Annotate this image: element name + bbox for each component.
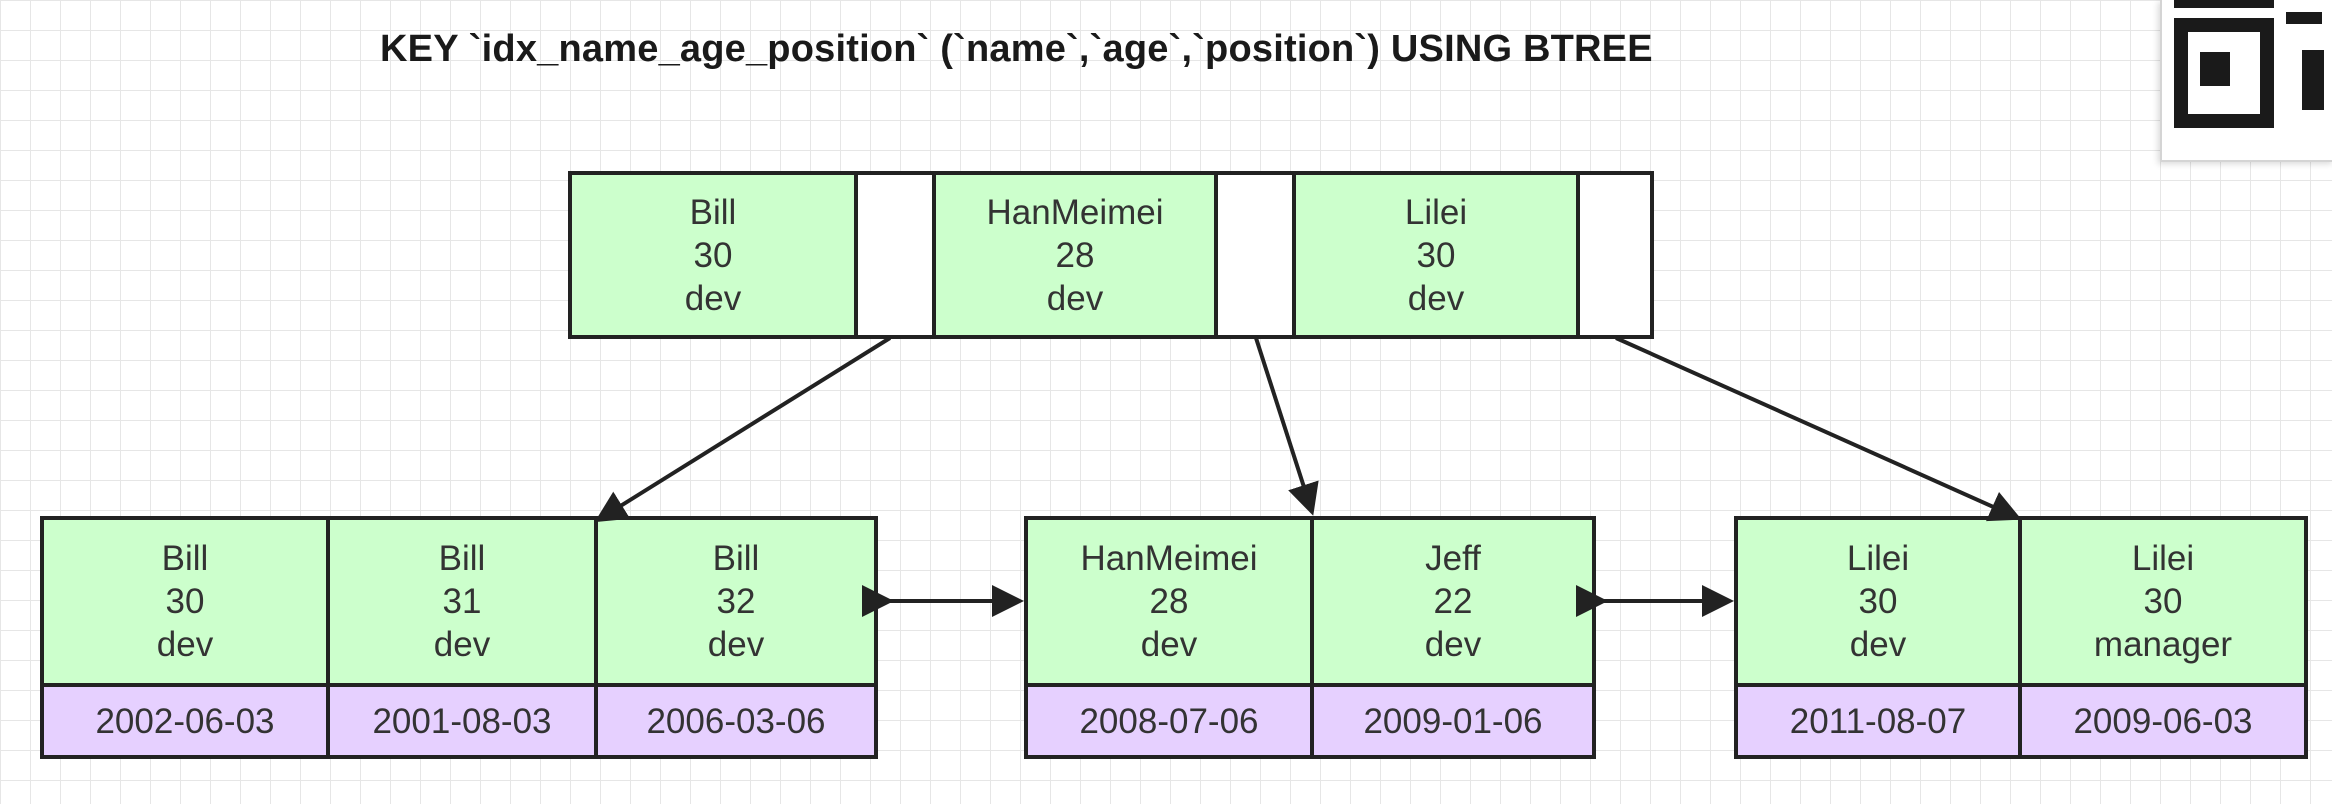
leaf-1-entry-1-key: Bill 30 dev <box>40 516 330 687</box>
root-key-3-name: Lilei <box>1404 192 1468 232</box>
leaf-2-entry-2-name: Jeff <box>1425 539 1481 578</box>
leaf-1-entry-3-position: dev <box>707 625 765 664</box>
leaf-2-entry-1-position: dev <box>1140 625 1198 664</box>
leaf-3-entry-2-name: Lilei <box>2131 539 2195 578</box>
pointer-arrow-to-leaf-2 <box>1254 337 1319 516</box>
diagram-title: KEY `idx_name_age_position` (`name`,`age… <box>380 28 1653 70</box>
root-pointer-1 <box>854 171 936 339</box>
leaf-3-entry-2-position: manager <box>2093 625 2233 664</box>
leaf-1-entry-1-row-data: 2002-06-03 <box>40 683 330 759</box>
leaf-2-entry-1-date: 2008-07-06 <box>1079 701 1259 741</box>
leaf-1-entry-3-key: Bill 32 dev <box>594 516 878 687</box>
leaf-2-entry-1-key: HanMeimei 28 dev <box>1024 516 1314 687</box>
root-key-3: Lilei 30 dev <box>1292 171 1580 339</box>
leaf-3-entry-1-name: Lilei <box>1846 539 1910 578</box>
leaf-3-entry-1-row-data: 2011-08-07 <box>1734 683 2022 759</box>
leaf-1-entry-3-age: 32 <box>716 582 756 621</box>
root-key-2-name: HanMeimei <box>986 192 1164 232</box>
leaf-1-entry-2-row-data: 2001-08-03 <box>326 683 598 759</box>
leaf-1-entry-2-position: dev <box>433 625 491 664</box>
leaf-1-entry-1-position: dev <box>156 625 214 664</box>
leaf-3-entry-2-age: 30 <box>2143 582 2183 621</box>
leaf-2-entry-2-position: dev <box>1424 625 1482 664</box>
leaf-3-entry-1-date: 2011-08-07 <box>1789 701 1967 741</box>
leaf-3-entry-2-row-data: 2009-06-03 <box>2018 683 2308 759</box>
pointer-arrow-to-leaf-1 <box>594 336 892 523</box>
leaf-1-entry-2-key: Bill 31 dev <box>326 516 598 687</box>
leaf-1-entry-3-name: Bill <box>712 539 760 578</box>
leaf-1-entry-2-age: 31 <box>442 582 482 621</box>
root-key-1: Bill 30 dev <box>568 171 858 339</box>
leaf-1-entry-1-name: Bill <box>161 539 209 578</box>
leaf-2-entry-1-age: 28 <box>1149 582 1189 621</box>
leaf-2-entry-1-row-data: 2008-07-06 <box>1024 683 1314 759</box>
leaf-3-entry-2-key: Lilei 30 manager <box>2018 516 2308 687</box>
root-key-3-age: 30 <box>1416 235 1456 275</box>
leaf-2-entry-2-age: 22 <box>1433 582 1473 621</box>
leaf-3-entry-2-date: 2009-06-03 <box>2073 701 2253 741</box>
leaf-2-entry-2-date: 2009-01-06 <box>1363 701 1543 741</box>
leaf-3-entry-1-position: dev <box>1849 625 1907 664</box>
root-key-1-age: 30 <box>693 235 733 275</box>
leaf-1-entry-2-date: 2001-08-03 <box>372 701 552 741</box>
leaf-1-entry-3-date: 2006-03-06 <box>646 701 826 741</box>
root-key-1-position: dev <box>684 278 742 318</box>
qr-code-widget[interactable] <box>2160 0 2332 162</box>
root-pointer-3 <box>1576 171 1654 339</box>
root-key-3-position: dev <box>1407 278 1465 318</box>
root-key-2: HanMeimei 28 dev <box>932 171 1218 339</box>
leaf-1-entry-1-age: 30 <box>165 582 205 621</box>
leaf-1-entry-1-date: 2002-06-03 <box>95 701 275 741</box>
leaf-1-entry-2-name: Bill <box>438 539 486 578</box>
pointer-arrow-to-leaf-3 <box>1615 336 2022 522</box>
root-key-2-position: dev <box>1046 278 1104 318</box>
leaf-3-entry-1-age: 30 <box>1858 582 1898 621</box>
leaf-1-entry-3-row-data: 2006-03-06 <box>594 683 878 759</box>
leaf-2-entry-1-name: HanMeimei <box>1080 539 1258 578</box>
leaf-2-entry-2-row-data: 2009-01-06 <box>1310 683 1596 759</box>
root-key-2-age: 28 <box>1055 235 1095 275</box>
root-key-1-name: Bill <box>689 192 737 232</box>
